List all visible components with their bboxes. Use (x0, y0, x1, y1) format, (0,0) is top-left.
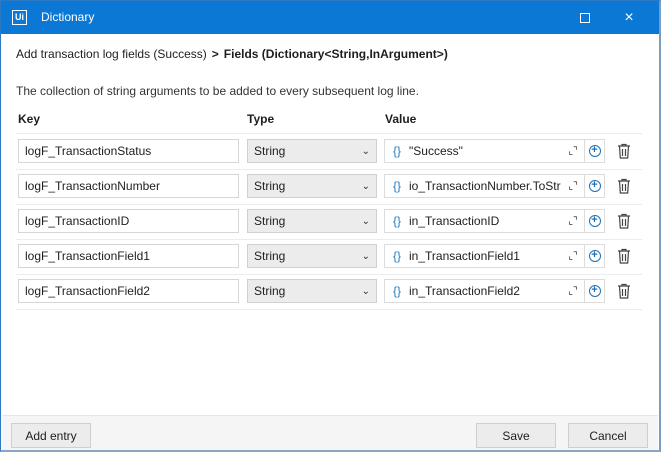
plus-circle-icon: + (588, 285, 601, 297)
key-input[interactable] (18, 279, 239, 303)
key-input[interactable] (18, 244, 239, 268)
column-header-type: Type (247, 112, 275, 126)
add-variable-button[interactable]: + (585, 279, 605, 303)
expand-editor-icon[interactable]: ⌞⌝ (568, 285, 578, 297)
expression-braces-icon: {} (392, 249, 401, 263)
save-button[interactable]: Save (476, 423, 556, 448)
header-divider (16, 133, 642, 134)
plus-circle-icon: + (588, 215, 601, 227)
value-text: in_TransactionID (409, 214, 500, 228)
value-input[interactable]: {} in_TransactionID ⌞⌝ (384, 209, 585, 233)
expression-braces-icon: {} (392, 284, 401, 298)
breadcrumb-separator: > (211, 47, 219, 61)
expand-editor-icon[interactable]: ⌞⌝ (568, 145, 578, 157)
delete-icon[interactable] (615, 212, 633, 230)
value-text: in_TransactionField2 (409, 284, 520, 298)
window-title: Dictionary (41, 10, 95, 24)
value-input[interactable]: {} io_TransactionNumber.ToStr ⌞⌝ (384, 174, 585, 198)
value-text: io_TransactionNumber.ToStr (409, 179, 561, 193)
maximize-button[interactable] (565, 1, 605, 34)
title-bar[interactable]: Ui Dictionary × (1, 1, 659, 34)
table-row: String ⌄ {} in_TransactionID ⌞⌝ + (16, 204, 642, 240)
type-value: String (254, 144, 286, 158)
breadcrumb-current: Fields (Dictionary<String,InArgument>) (223, 47, 448, 61)
uipath-logo-icon: Ui (12, 10, 27, 25)
plus-circle-icon: + (588, 180, 601, 192)
close-button[interactable]: × (609, 1, 649, 34)
table-row: String ⌄ {} in_TransactionField1 ⌞⌝ + (16, 239, 642, 275)
breadcrumb: Add transaction log fields (Success) > Fie… (16, 47, 448, 61)
footer-divider (2, 415, 658, 416)
expression-braces-icon: {} (392, 214, 401, 228)
table-row: String ⌄ {} in_TransactionField2 ⌞⌝ + (16, 274, 642, 310)
expression-braces-icon: {} (392, 179, 401, 193)
add-variable-button[interactable]: + (585, 244, 605, 268)
key-input[interactable] (18, 209, 239, 233)
chevron-down-icon: ⌄ (361, 215, 370, 227)
value-input[interactable]: {} in_TransactionField2 ⌞⌝ (384, 279, 585, 303)
type-value: String (254, 284, 286, 298)
expand-editor-icon[interactable]: ⌞⌝ (568, 180, 578, 192)
delete-icon[interactable] (615, 142, 633, 160)
type-select[interactable]: String ⌄ (247, 209, 377, 233)
breadcrumb-parent[interactable]: Add transaction log fields (Success) (16, 47, 207, 61)
table-row: String ⌄ {} io_TransactionNumber.ToStr ⌞⌝ + (16, 169, 642, 205)
chevron-down-icon: ⌄ (361, 145, 370, 157)
key-input[interactable] (18, 139, 239, 163)
value-input[interactable]: {} in_TransactionField1 ⌞⌝ (384, 244, 585, 268)
value-text: "Success" (409, 144, 463, 158)
delete-icon[interactable] (615, 247, 633, 265)
type-select[interactable]: String ⌄ (247, 174, 377, 198)
expand-editor-icon[interactable]: ⌞⌝ (568, 215, 578, 227)
expression-braces-icon: {} (392, 144, 401, 158)
plus-circle-icon: + (588, 250, 601, 262)
type-select[interactable]: String ⌄ (247, 139, 377, 163)
delete-icon[interactable] (615, 282, 633, 300)
value-input[interactable]: {} "Success" ⌞⌝ (384, 139, 585, 163)
dialog-footer: Add entry Save Cancel (2, 416, 658, 450)
key-input[interactable] (18, 174, 239, 198)
type-value: String (254, 214, 286, 228)
cancel-button[interactable]: Cancel (568, 423, 648, 448)
add-variable-button[interactable]: + (585, 139, 605, 163)
type-select[interactable]: String ⌄ (247, 244, 377, 268)
value-text: in_TransactionField1 (409, 249, 520, 263)
add-variable-button[interactable]: + (585, 174, 605, 198)
type-value: String (254, 179, 286, 193)
chevron-down-icon: ⌄ (361, 180, 370, 192)
delete-icon[interactable] (615, 177, 633, 195)
chevron-down-icon: ⌄ (361, 285, 370, 297)
close-icon: × (624, 8, 634, 26)
description-text: The collection of string arguments to be… (16, 84, 419, 98)
add-variable-button[interactable]: + (585, 209, 605, 233)
add-entry-button[interactable]: Add entry (11, 423, 91, 448)
column-header-value: Value (385, 112, 417, 126)
table-row: String ⌄ {} "Success" ⌞⌝ + (16, 134, 642, 170)
maximize-icon (580, 12, 590, 23)
column-header-key: Key (18, 112, 41, 126)
plus-circle-icon: + (588, 145, 601, 157)
expand-editor-icon[interactable]: ⌞⌝ (568, 250, 578, 262)
type-select[interactable]: String ⌄ (247, 279, 377, 303)
type-value: String (254, 249, 286, 263)
chevron-down-icon: ⌄ (361, 250, 370, 262)
